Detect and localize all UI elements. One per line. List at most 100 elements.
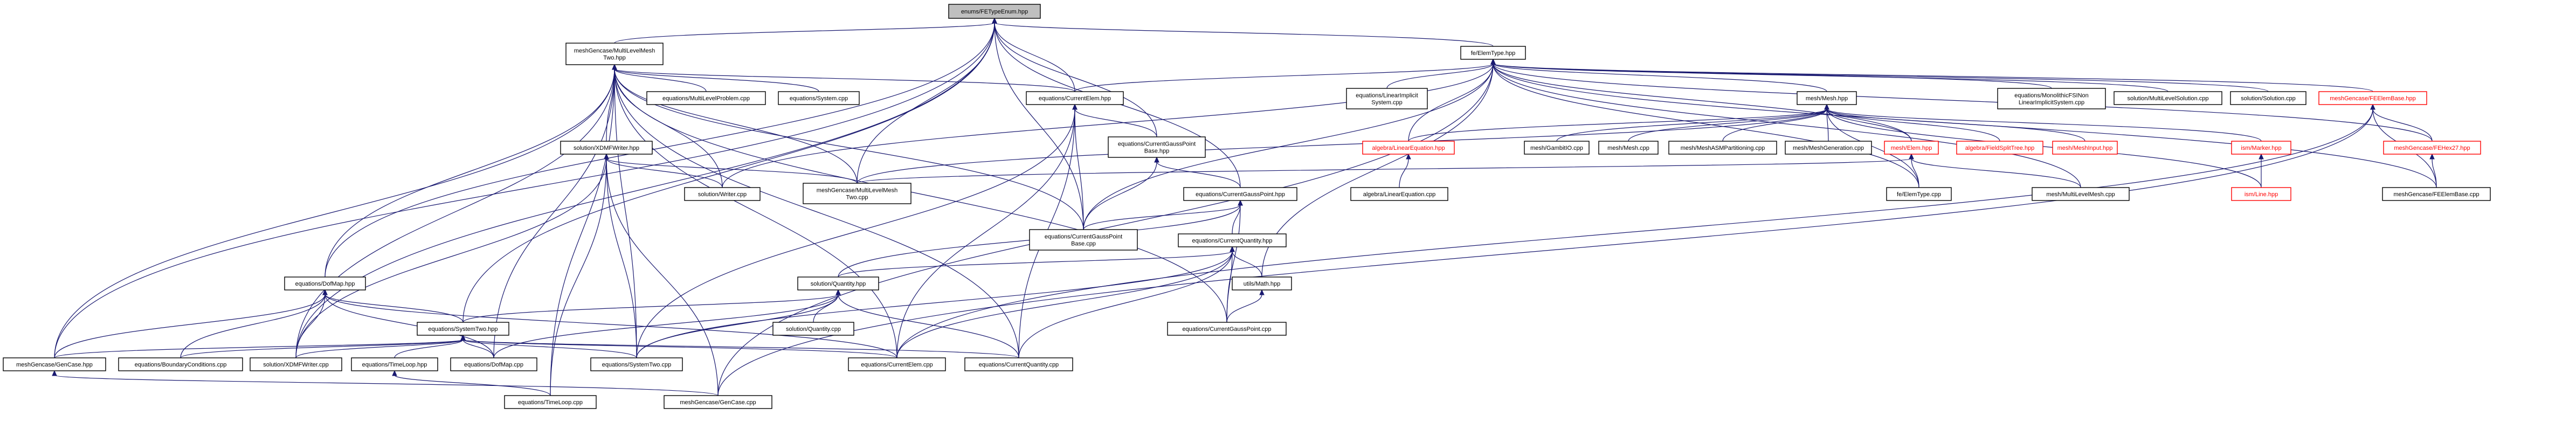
node-solution-multilevelsolution-cpp[interactable]: solution/MultiLevelSolution.cpp [2114,91,2222,105]
node-box [1886,187,1952,201]
node-equations-currentquantity-cpp[interactable]: equations/CurrentQuantity.cpp [964,357,1073,371]
node-fe-elemtype-cpp[interactable]: fe/ElemType.cpp [1886,187,1952,201]
edge-line [462,339,1019,358]
node-label: solution/XDMFWriter.cpp [263,362,328,368]
edge-line [606,158,637,358]
node-box [2114,91,2222,105]
edge-line [1493,63,1827,92]
edge-line [1018,251,1233,358]
edge-line [1556,108,1827,142]
node-label: Two.hpp [603,55,626,61]
node-algebra-linearequation-hpp[interactable]: algebra/LinearEquation.hpp [1362,141,1455,155]
node-mesh-elem-hpp[interactable]: mesh/Elem.hpp [1884,141,1939,155]
node-mesh-multilevelmesh-cpp[interactable]: mesh/MultiLevelMesh.cpp [2032,187,2130,201]
edge-line [994,22,1075,92]
edge-feElemType-linEqSysCpp [1386,58,1496,89]
node-solution-solution-cpp[interactable]: solution/Solution.cpp [2230,91,2306,105]
node-equations-boundaryconditions-cpp[interactable]: equations/BoundaryConditions.cpp [118,357,243,371]
node-mesh-mesh-cpp[interactable]: mesh/Mesh.cpp [1598,141,1659,155]
edge-line [614,68,819,92]
node-equations-systemtwo-cpp[interactable]: equations/SystemTwo.cpp [590,357,683,371]
node-equations-dofmap-cpp[interactable]: equations/DofMap.cpp [450,357,537,371]
edge-mlm2hpp-mlProblem [612,64,707,92]
edge-line [54,68,615,358]
node-box [351,357,438,371]
node-equations-currentelem-cpp[interactable]: equations/CurrentElem.cpp [848,357,946,371]
node-label: meshGencase/MultiLevelMesh [574,48,655,54]
dependency-edges [52,17,2437,396]
edge-line [614,68,1019,358]
node-equations-multilevelproblem-cpp[interactable]: equations/MultiLevelProblem.cpp [646,91,766,105]
arrowhead [1238,199,1243,206]
node-meshgencase-gencase-cpp[interactable]: meshGencase/GenCase.cpp [664,395,772,409]
node-solution-quantity-hpp[interactable]: solution/Quantity.hpp [797,276,879,290]
node-label: equations/CurrentGaussPoint.cpp [1182,326,1271,333]
edge-line [1156,161,1241,188]
edge-line [994,22,1157,137]
edge-line [896,108,1075,358]
edge-sys2Hpp-tlHpp [394,334,466,358]
node-label: equations/CurrentQuantity.cpp [979,362,1059,368]
edge-line [1911,158,2081,188]
node-box [565,43,664,65]
edge-line [606,158,719,396]
edge-line [614,68,723,188]
edge-line [394,375,551,396]
node-label: equations/CurrentElem.cpp [861,362,933,368]
node-mesh-meshasmpartitioning-cpp[interactable]: mesh/MeshASMPartitioning.cpp [1668,141,1777,155]
edge-line [462,22,995,323]
edge-elemHpp-mlm2cpp [857,153,1914,184]
node-solution-xdmfwriter-cpp[interactable]: solution/XDMFWriter.cpp [250,357,342,371]
node-enums-fetypeenum-hpp[interactable]: enums/FETypeEnum.hpp [948,4,1041,19]
node-mesh-gambitio-cpp[interactable]: mesh/GambitIO.cpp [1524,141,1590,155]
node-equations-timeloop-cpp[interactable]: equations/TimeLoop.cpp [504,395,597,409]
arrowhead [1406,153,1411,160]
node-ism-line-hpp[interactable]: ism/Line.hpp [2231,187,2291,201]
node-mesh-meshinput-hpp[interactable]: mesh/MeshInput.hpp [2052,141,2118,155]
node-box [948,4,1041,19]
arrowhead [460,334,466,341]
edge-dofMapHpp-genCaseHpp [54,289,328,358]
node-equations-system-cpp[interactable]: equations/System.cpp [778,91,860,105]
node-meshgencase-feelembase-hpp[interactable]: meshGencase/FEElemBase.hpp [2318,91,2427,105]
node-equations-systemtwo-hpp[interactable]: equations/SystemTwo.hpp [417,322,509,336]
node-equations-linearimplicit-system-cpp[interactable]: equations/LinearImplicitSystem.cpp [1346,88,1428,109]
node-utils-math-hpp[interactable]: utils/Math.hpp [1232,276,1292,290]
edge-solQHpp-cqCpp [835,289,1019,358]
node-label: solution/MultiLevelSolution.cpp [2127,95,2208,102]
node-equations-currentgausspoint-cpp[interactable]: equations/CurrentGaussPoint.cpp [1167,322,1287,336]
node-solution-quantity-cpp[interactable]: solution/Quantity.cpp [772,322,854,336]
edge-line [54,294,326,358]
node-mesh-meshgeneration-cpp[interactable]: mesh/MeshGeneration.cpp [1785,141,1872,155]
node-mesh-mesh-hpp[interactable]: mesh/Mesh.hpp [1797,91,1857,105]
node-algebra-fieldsplittree-hpp[interactable]: algebra/FieldSplitTree.hpp [1956,141,2043,155]
node-equations-dofmap-hpp[interactable]: equations/DofMap.hpp [284,276,366,290]
node-label: equations/BoundaryConditions.cpp [135,362,227,368]
node-equations-currentquantity-hpp[interactable]: equations/CurrentQuantity.hpp [1178,233,1287,247]
node-meshgencase-gencase-hpp[interactable]: meshGencase/GenCase.hpp [3,357,106,371]
node-meshgencase-fehex27-hpp[interactable]: meshGencase/FEHex27.hpp [2383,141,2481,155]
node-label: System.cpp [1371,100,1402,106]
node-box [284,276,366,290]
node-equations-currentelem-hpp[interactable]: equations/CurrentElem.hpp [1026,91,1124,105]
edge-line [295,68,615,358]
edge-root-ceHpp [992,17,1075,92]
node-equations-timeloop-hpp[interactable]: equations/TimeLoop.hpp [351,357,438,371]
node-label: mesh/MultiLevelMesh.cpp [2046,191,2115,198]
node-fe-elemtype-hpp[interactable]: fe/ElemType.hpp [1460,46,1526,60]
node-solution-writer-cpp[interactable]: solution/Writer.cpp [684,187,761,201]
node-meshgencase-feelembase-cpp[interactable]: meshGencase/FEElemBase.cpp [2382,187,2491,201]
edge-line [722,63,1494,188]
edge-cgpHpp-cgpbCpp [1083,199,1243,230]
node-label: solution/Quantity.hpp [811,281,866,287]
node-equations-currentgausspoint-hpp[interactable]: equations/CurrentGaussPoint.hpp [1183,187,1297,201]
node-solution-xdmfwriter-hpp[interactable]: solution/XDMFWriter.hpp [560,141,653,155]
node-ism-marker-hpp[interactable]: ism/Marker.hpp [2231,141,2291,155]
node-equations-monolithicfsinon-linearimplicitsystem-cpp[interactable]: equations/MonolithicFSINonLinearImplicit… [1997,88,2106,109]
edge-line [1628,108,1827,142]
node-algebra-linearequation-cpp[interactable]: algebra/LinearEquation.cpp [1350,187,1448,201]
